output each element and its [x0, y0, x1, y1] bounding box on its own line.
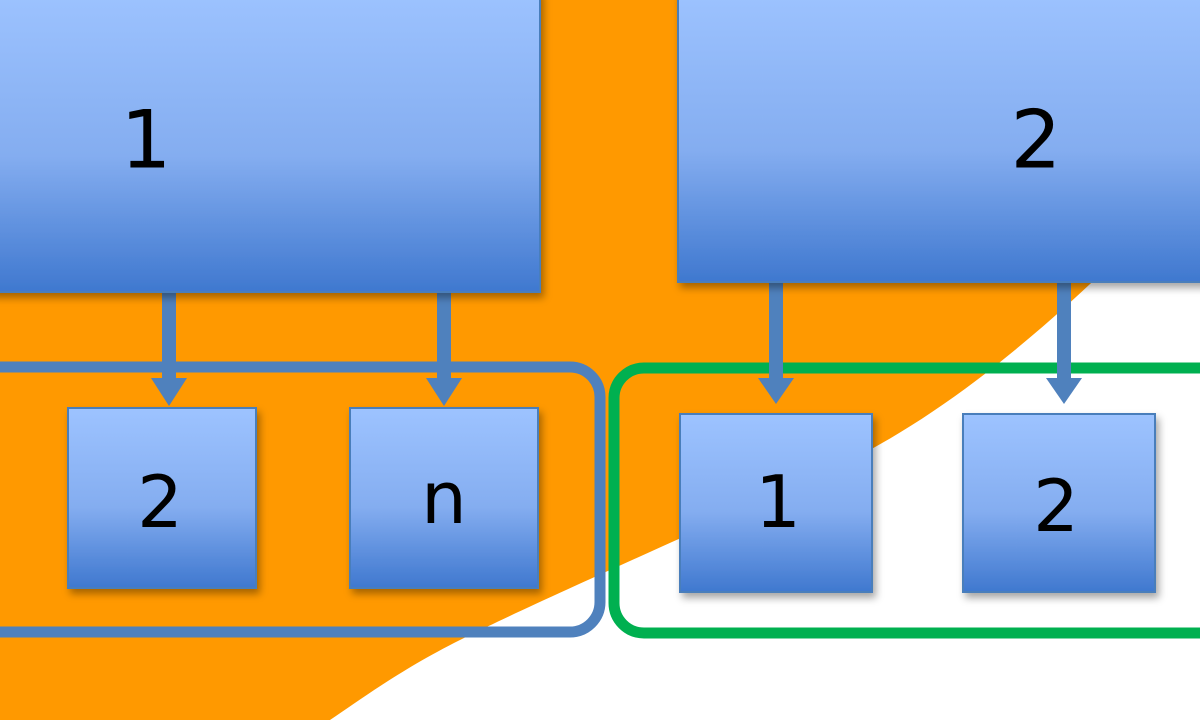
left-child-group	[0, 361, 606, 638]
child-node-right-b-label: 2	[1033, 464, 1079, 548]
child-node-left-a-label: 2	[137, 460, 183, 544]
child-node-right-b: 2	[962, 413, 1156, 593]
right-child-group	[608, 362, 1200, 639]
connector-2-to-1	[769, 282, 783, 382]
child-node-right-a: 1	[679, 413, 873, 593]
arrowhead-1-to-n	[426, 378, 462, 406]
arrowhead-1-to-2	[151, 378, 187, 406]
parent-node-1: 1	[0, 0, 541, 293]
parent-node-2-label: 2	[1011, 94, 1062, 187]
child-node-left-b: n	[349, 407, 539, 589]
parent-node-2: 2	[677, 0, 1200, 283]
connector-1-to-n	[437, 292, 451, 382]
connector-1-to-2	[162, 292, 176, 382]
child-node-left-a: 2	[67, 407, 257, 589]
connector-2-to-2	[1057, 282, 1071, 382]
arrowhead-2-to-2	[1046, 378, 1082, 404]
child-node-right-a-label: 1	[755, 460, 801, 544]
parent-node-1-label: 1	[121, 94, 172, 187]
child-node-left-b-label: n	[421, 456, 467, 540]
arrowhead-2-to-1	[758, 378, 794, 404]
connectors	[151, 282, 1082, 406]
